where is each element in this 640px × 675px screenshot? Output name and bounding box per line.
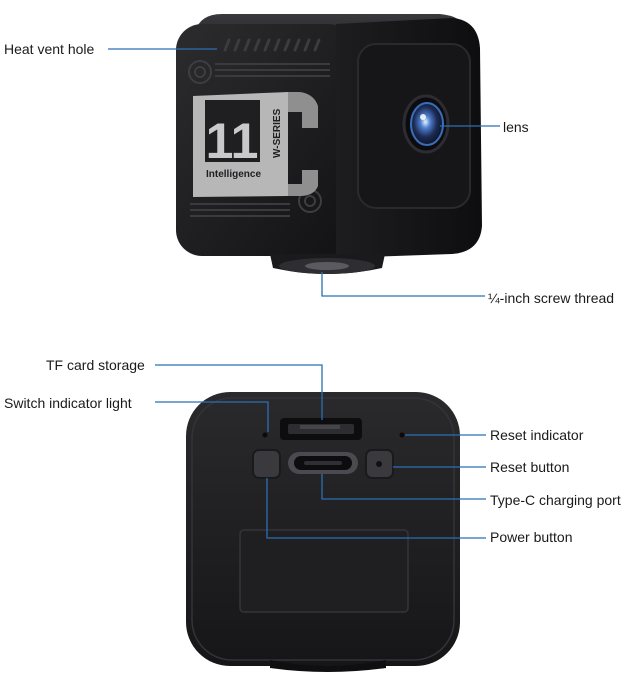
label-tf-card-storage: TF card storage [46, 357, 145, 373]
leader-lines [108, 48, 500, 539]
reset-indicator-light [399, 432, 405, 438]
front-screw-top [188, 60, 212, 84]
leader-tf-card [155, 364, 323, 420]
leader-typec [321, 474, 486, 500]
leader-switch-indicator [155, 401, 269, 432]
label-typec-charging-port: Type-C charging port [490, 492, 621, 508]
badge-brand: Intelligence [206, 169, 261, 180]
series-badge: 11 W-SERIES Intelligence [193, 92, 318, 197]
camera-base-ring [270, 660, 386, 672]
label-reset-indicator: Reset indicator [490, 427, 584, 443]
heat-vent-slits [223, 38, 321, 52]
tf-card-slot [280, 418, 362, 440]
power-button[interactable] [252, 449, 281, 479]
front-stripes-top [215, 63, 330, 77]
leader-power-button [266, 478, 486, 539]
label-recess [239, 529, 409, 613]
label-screw-thread: ¼-inch screw thread [488, 290, 615, 306]
screw-thread-mount [270, 254, 385, 274]
switch-indicator-light [262, 432, 268, 438]
label-reset-button: Reset button [490, 459, 570, 475]
label-lens: lens [503, 119, 529, 135]
camera-back-view [186, 392, 460, 672]
label-heat-vent-hole: Heat vent hole [4, 41, 95, 57]
badge-number: 11 [206, 113, 259, 169]
label-power-button: Power button [490, 529, 573, 545]
camera-front-view: 11 W-SERIES Intelligence [176, 14, 482, 274]
badge-series: W-SERIES [272, 108, 283, 158]
lens [402, 94, 450, 154]
reset-button[interactable] [365, 449, 394, 479]
leader-screw-thread [321, 272, 485, 297]
front-stripes-bottom [190, 203, 290, 217]
typec-port [288, 452, 358, 474]
label-switch-indicator-light: Switch indicator light [4, 395, 132, 411]
